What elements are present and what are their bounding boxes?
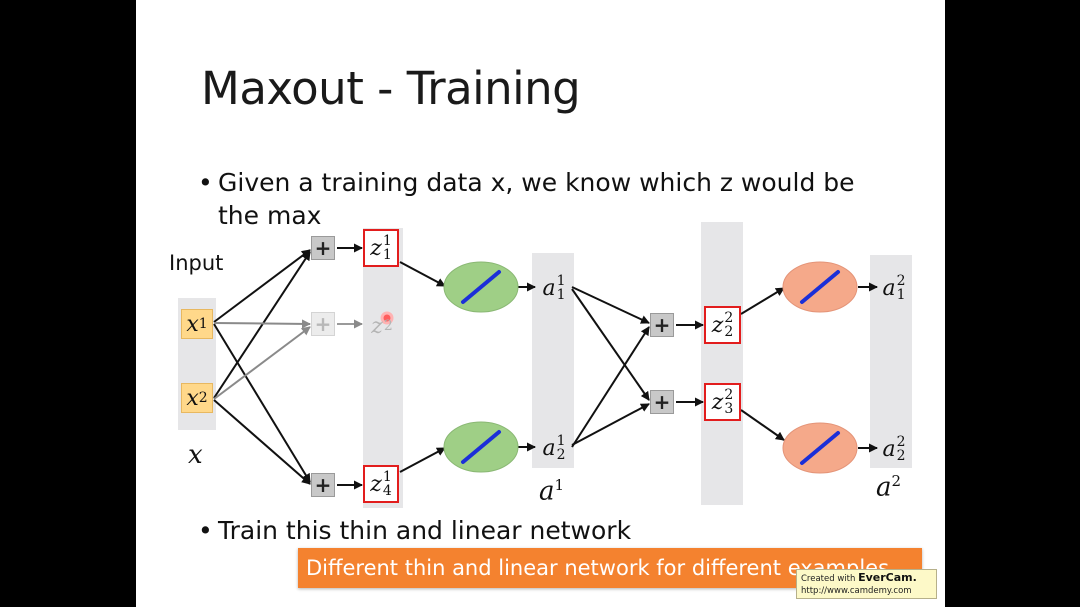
edges xyxy=(213,243,878,490)
edge-x1-plus4 xyxy=(213,323,311,483)
a1-1-sup: 1 xyxy=(556,273,566,289)
watermark-brand: EverCam. xyxy=(858,571,917,584)
a2-base: a xyxy=(876,472,892,503)
input-label: Input xyxy=(169,251,224,275)
watermark-prefix: Created with xyxy=(801,574,859,584)
sum-node-1: + xyxy=(311,236,335,260)
edge-z1-neuron xyxy=(399,261,446,287)
bullet-dot: • xyxy=(198,168,213,197)
edge-x2-plus4 xyxy=(213,399,311,485)
input-x2-sub: 2 xyxy=(198,390,208,406)
network-diagram xyxy=(213,243,878,490)
z1-1-base: z xyxy=(370,235,382,261)
linear-activation-icon xyxy=(800,270,840,304)
bullet-2-text: Train this thin and linear network xyxy=(218,516,632,545)
neurons xyxy=(443,261,858,474)
watermark-url: http://www.camdemy.com xyxy=(801,586,912,596)
bullet-train-thin-linear: •Train this thin and linear network xyxy=(198,514,631,547)
x-vector-label: x xyxy=(188,440,203,470)
bullet-1-line-1: Given a training data x, we know which z… xyxy=(218,168,855,197)
z1-1-sup: 1 xyxy=(382,233,392,249)
edge-z23-neuron xyxy=(740,409,785,441)
z1-4-sup: 1 xyxy=(382,469,392,485)
z2-column-bg xyxy=(701,222,743,505)
bullet-dot: • xyxy=(198,516,213,545)
a2-1-base: a xyxy=(882,275,896,301)
z1-4-base: z xyxy=(370,471,382,497)
watermark-line-1: Created with EverCam. xyxy=(801,572,932,585)
sum-node-2-2: + xyxy=(650,313,674,337)
slide: Maxout - Training •Given a training data… xyxy=(136,0,945,607)
a1-base: a xyxy=(539,476,555,507)
edge-z4-neuron xyxy=(399,447,446,473)
sum-node-2-3: + xyxy=(650,390,674,414)
input-x1-base: x xyxy=(186,311,199,337)
a2-2-sup: 2 xyxy=(896,434,906,450)
z2-2-base: z xyxy=(711,312,724,338)
a2-vector-label: a2 xyxy=(876,472,901,503)
edge-z22-neuron xyxy=(740,287,785,315)
z1-column-bg xyxy=(363,228,403,508)
bullet-1-line-2: the max xyxy=(218,201,322,230)
z1-2-sub: 2 xyxy=(383,318,393,334)
edge-x1-plus1 xyxy=(213,249,311,323)
sum-node-2: + xyxy=(311,312,335,336)
edge-x2-plus2 xyxy=(213,326,311,400)
a2-2-sub: 2 xyxy=(896,448,906,464)
edge-a12-plus22 xyxy=(571,326,650,448)
a1-column-bg xyxy=(532,253,574,468)
a1-2-sub: 2 xyxy=(556,447,566,463)
a2-2-base: a xyxy=(882,436,896,462)
a2-1-sub: 1 xyxy=(896,287,906,303)
z1-4-sub: 4 xyxy=(382,483,392,499)
a2-sup: 2 xyxy=(891,472,902,490)
a1-2-sup: 1 xyxy=(556,433,566,449)
a2-1-sup: 2 xyxy=(896,273,906,289)
edge-a11-plus23 xyxy=(571,288,650,401)
pointer-cursor-icon xyxy=(380,311,394,325)
z2-2-sup: 2 xyxy=(724,310,734,326)
z2-2-sub: 2 xyxy=(724,324,734,340)
caption-banner: Different thin and linear network for di… xyxy=(298,548,922,588)
a1-1-sub: 1 xyxy=(556,287,566,303)
a1-1-base: a xyxy=(542,275,556,301)
a1-vector-label: a1 xyxy=(539,476,564,507)
input-x2-base: x xyxy=(186,385,199,411)
linear-activation-icon xyxy=(800,431,840,465)
z2-3-sup: 2 xyxy=(724,387,734,403)
z2-3-base: z xyxy=(711,389,724,415)
edge-a11-plus22 xyxy=(571,286,650,324)
sum-node-4: + xyxy=(311,473,335,497)
linear-activation-icon xyxy=(461,430,501,464)
a1-sup: 1 xyxy=(554,476,565,494)
bullet-given-training-data: •Given a training data x, we know which … xyxy=(198,166,898,232)
edge-x1-plus2 xyxy=(213,319,311,329)
slide-title: Maxout - Training xyxy=(201,62,581,115)
z1-1-sub: 1 xyxy=(382,247,392,263)
edge-a12-plus23 xyxy=(571,403,650,446)
edge-x2-plus1 xyxy=(213,251,311,399)
a1-2-base: a xyxy=(542,435,556,461)
linear-activation-icon xyxy=(461,270,501,304)
z2-3-sub: 3 xyxy=(724,401,734,417)
evercam-watermark: Created with EverCam. http://www.camdemy… xyxy=(796,569,937,599)
input-x1-sub: 1 xyxy=(198,316,208,332)
z1-2-base: z xyxy=(371,313,383,339)
